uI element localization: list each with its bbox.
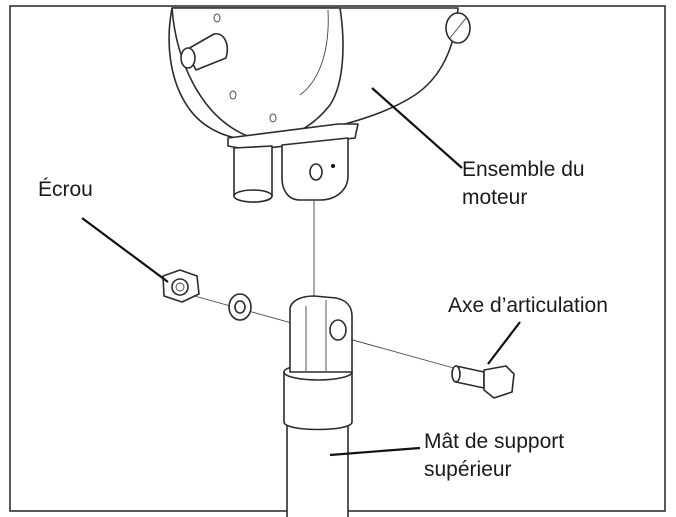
label-motor-assembly-line2: moteur [462, 186, 528, 209]
label-motor-assembly-line1: Ensemble du [462, 158, 585, 181]
washer-part [228, 293, 252, 321]
leader-upper-mast [329, 446, 421, 457]
motor-assembly-part [168, 7, 471, 203]
label-upper-mast-line2: supérieur [424, 458, 512, 481]
upper-mast-part [283, 295, 353, 517]
motor-marker-dot [331, 164, 335, 168]
leader-nut [81, 217, 169, 283]
leader-motor [371, 87, 463, 169]
leader-pivot-pin [487, 321, 521, 365]
label-upper-mast-line1: Mât de support [424, 430, 565, 453]
nut-part [162, 269, 200, 303]
label-nut: Écrou [38, 178, 93, 201]
label-pivot-pin: Axe d’articulation [448, 294, 608, 317]
pivot-pin-part [451, 365, 515, 399]
